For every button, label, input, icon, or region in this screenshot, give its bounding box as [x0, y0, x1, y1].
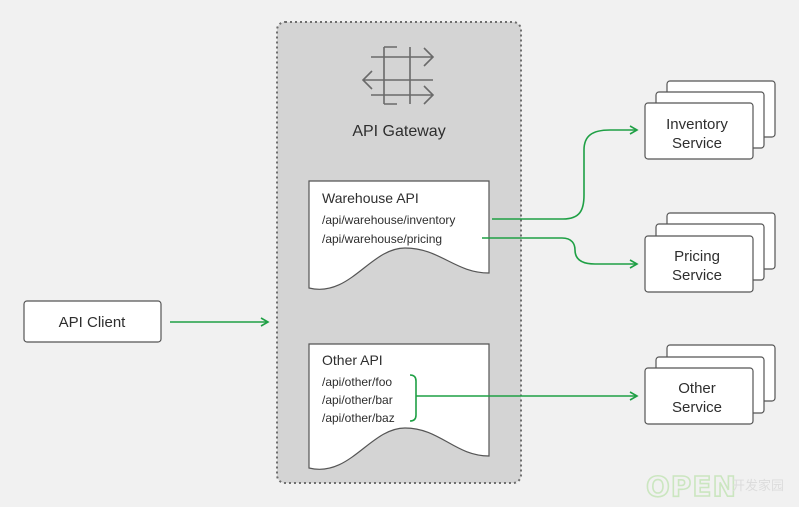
watermark-logo: OPEN 开发家园: [645, 469, 784, 504]
other-route-baz: /api/other/baz: [322, 411, 395, 425]
other-route-bar: /api/other/bar: [322, 393, 393, 407]
other-service-stack: [644, 344, 776, 425]
other-route-foo: /api/other/foo: [322, 375, 392, 389]
inventory-service-stack: [644, 80, 776, 160]
gateway-arrows-icon: [361, 46, 435, 105]
api-client-box: [23, 300, 162, 343]
pricing-route-connector: [482, 237, 639, 269]
other-api-document: [308, 343, 490, 470]
warehouse-api-title: Warehouse API: [322, 190, 419, 206]
other-api-title: Other API: [322, 352, 383, 368]
pricing-service-label-line1: Pricing: [674, 248, 720, 265]
inventory-route-connector: [492, 125, 639, 220]
inventory-service-label-line1: Inventory: [666, 116, 728, 133]
inventory-service-label-line2: Service: [672, 135, 722, 152]
api-client-label: API Client: [59, 314, 127, 331]
warehouse-route-pricing: /api/warehouse/pricing: [322, 232, 442, 246]
watermark-brand: OPEN: [646, 470, 737, 503]
pricing-service-stack: [644, 212, 776, 293]
other-service-label-line1: Other: [678, 380, 716, 397]
other-routes-bracket: [409, 374, 417, 422]
gateway-title: API Gateway: [352, 123, 445, 140]
pricing-service-label-line2: Service: [672, 267, 722, 284]
watermark-suffix: 开发家园: [732, 478, 784, 494]
warehouse-api-document: [308, 180, 490, 290]
warehouse-route-inventory: /api/warehouse/inventory: [322, 213, 455, 227]
other-service-label-line2: Service: [672, 399, 722, 416]
